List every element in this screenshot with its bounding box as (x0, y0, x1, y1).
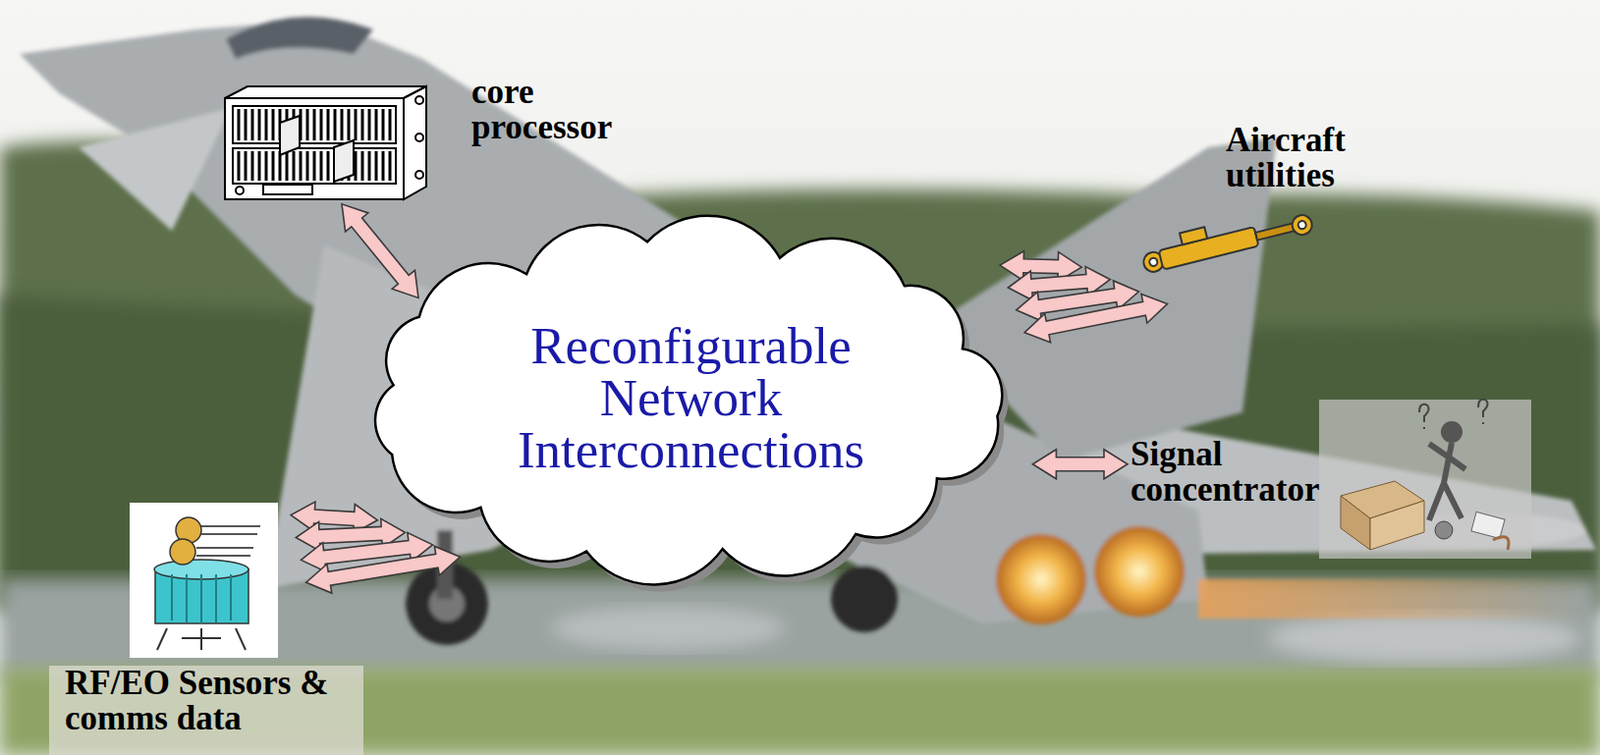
core-processor-icon-part (403, 86, 427, 200)
actuator-icon (1138, 201, 1315, 275)
puzzled-figure-clipart-part (1471, 511, 1505, 539)
network-cloud: Reconfigurable Network Interconnections (351, 219, 1021, 582)
actuator-icon-part (1158, 226, 1260, 271)
scenery-part (1267, 613, 1582, 663)
core-processor-icon-part (224, 86, 427, 99)
actuator-icon-part (1297, 220, 1308, 230)
node-label: Aircraft utilities (1225, 122, 1374, 193)
jet-illustration-part (437, 530, 453, 600)
core-processor-node: core processor (224, 74, 658, 203)
jet-illustration-part (995, 534, 1087, 625)
jet-illustration-part (78, 108, 231, 231)
rf-sensor-icon-part (157, 628, 246, 651)
actuator-icon-part (1290, 213, 1315, 237)
core-processor-icon-part (415, 133, 424, 142)
double-block-arrow (1016, 280, 1140, 322)
double-block-arrow (999, 251, 1082, 282)
double-block-arrow (341, 204, 419, 299)
core-processor-icon-part (415, 170, 424, 179)
jet-illustration-part (1198, 579, 1592, 619)
jet-illustration-part (830, 565, 898, 633)
core-processor-icon-part (238, 109, 390, 141)
rf-sensor-icon-part (169, 539, 196, 565)
rf-sensor-icon-part (171, 574, 231, 624)
rf-sensor-icon-part (155, 569, 249, 624)
actuator-icon-part (1179, 226, 1208, 245)
core-processor-icon-part (238, 151, 390, 181)
rf-sensor-icon-part (196, 526, 261, 556)
puzzled-figure-clipart (1319, 399, 1532, 559)
puzzled-figure-clipart-part (1440, 421, 1463, 443)
puzzled-figure-clipart-part (1434, 521, 1453, 540)
utilities-node: Aircraft utilities (1139, 122, 1376, 276)
scenery-part (550, 606, 786, 651)
cloud-shape (375, 216, 1002, 586)
puzzled-figure-clipart-part (1340, 496, 1371, 551)
double-block-arrow (1007, 267, 1110, 301)
rf-sensor-icon-part (129, 502, 278, 659)
puzzled-figure-clipart-part (1419, 404, 1430, 430)
actuator-icon-part (1148, 257, 1159, 268)
cloud-title: Reconfigurable Network Interconnections (480, 320, 903, 477)
double-block-arrow (1024, 294, 1167, 343)
core-processor-icon-part (333, 140, 354, 182)
rf-sensor-icon (49, 502, 364, 755)
double-block-arrow (301, 533, 434, 573)
core-processor-icon-part (232, 106, 396, 144)
double-block-arrow (295, 518, 405, 552)
jet-illustration-part (225, 16, 374, 59)
actuator-icon-part (1255, 222, 1298, 241)
rf-sensor-icon-part (49, 665, 364, 755)
core-processor-icon-part (224, 98, 404, 200)
double-block-arrow (306, 546, 461, 594)
core-processor-icon (224, 86, 427, 200)
puzzled-figure-clipart-part (1370, 500, 1425, 551)
core-processor-icon-part (279, 115, 300, 156)
node-label: RF/EO Sensors & comms data (64, 665, 360, 736)
jet-illustration-part (1094, 526, 1185, 617)
node-label: Signal concentrator (1130, 437, 1363, 507)
node-label: core processor (471, 74, 659, 145)
sensors-node: RF/EO Sensors & comms data (49, 500, 364, 755)
puzzled-figure-clipart-part (1492, 537, 1509, 551)
double-block-arrow (290, 501, 378, 534)
signal-concentrator-node: Signal concentrator (1127, 437, 1364, 518)
core-processor-icon-part (232, 148, 396, 184)
puzzled-figure-clipart-part (1429, 442, 1466, 521)
puzzled-figure-clipart-part (1319, 399, 1532, 559)
core-processor-icon-part (235, 186, 244, 195)
double-block-arrow (1032, 449, 1128, 480)
core-processor-icon-part (263, 184, 313, 195)
core-processor-icon-part (415, 96, 424, 105)
puzzled-figure-clipart-part (1478, 399, 1489, 425)
